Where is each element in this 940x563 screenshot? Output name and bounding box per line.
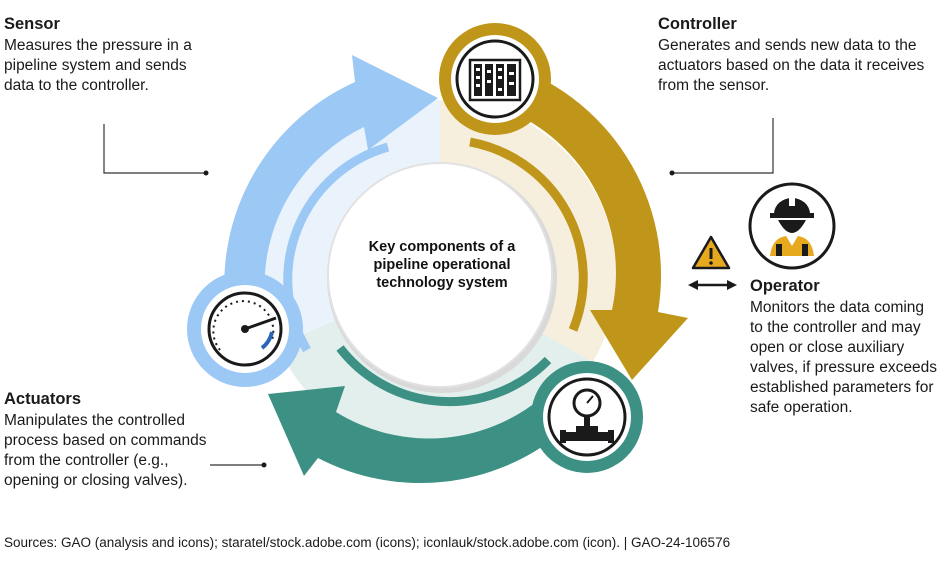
actuators-callout: Actuators Manipulates the controlled pro… xyxy=(4,389,209,491)
sensor-arrow xyxy=(224,55,438,325)
operator-title: Operator xyxy=(750,277,820,295)
valve-icon xyxy=(531,361,643,473)
sensor-leader-line xyxy=(103,124,209,176)
center-disc xyxy=(327,162,553,388)
sensor-title: Sensor xyxy=(4,15,60,33)
actuators-description: Manipulates the controlled process based… xyxy=(4,412,207,489)
sensor-description: Measures the pressure in a pipeline syst… xyxy=(4,37,192,94)
gauge-icon xyxy=(187,271,303,387)
controller-arrow xyxy=(496,62,688,380)
controller-leader-line xyxy=(669,118,774,176)
double-arrow-icon xyxy=(688,280,737,290)
controller-description: Generates and sends new data to the actu… xyxy=(658,37,925,94)
sensor-callout: Sensor Measures the pressure in a pipeli… xyxy=(4,14,219,96)
controller-title: Controller xyxy=(658,15,737,33)
controller-callout: Controller Generates and sends new data … xyxy=(658,14,938,96)
actuators-title: Actuators xyxy=(4,390,82,408)
worker-icon xyxy=(748,182,836,270)
actuators-leader-line xyxy=(210,462,267,468)
operator-callout: Operator Monitors the data coming to the… xyxy=(750,276,938,418)
source-note: Sources: GAO (analysis and icons); stara… xyxy=(4,535,731,550)
warning-icon xyxy=(691,235,731,270)
control-panel-icon xyxy=(439,23,551,135)
operator-description: Monitors the data coming to the controll… xyxy=(750,299,937,416)
controller-inner-ring xyxy=(469,137,588,332)
actuators-inner-ring xyxy=(336,345,552,407)
center-title: Key components of a pipeline operational… xyxy=(368,239,516,291)
actuators-arrow xyxy=(268,386,562,484)
